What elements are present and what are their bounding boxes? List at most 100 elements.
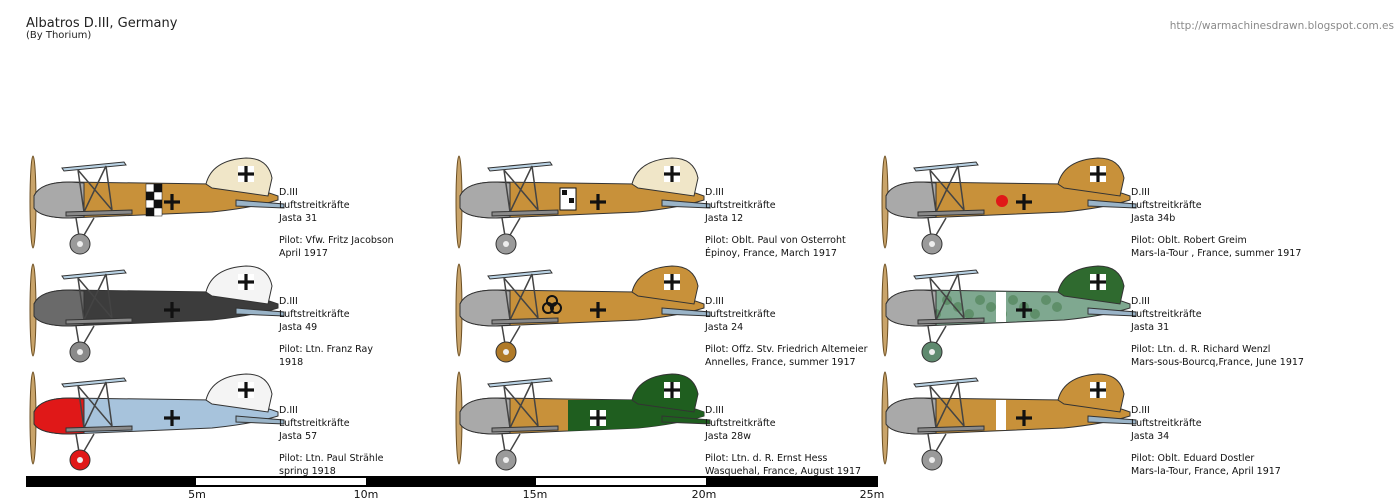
checker-marking [153,207,163,217]
checker-marking [145,199,155,209]
horizontal-stabilizer [235,415,285,425]
aircraft-profile-jasta-57-strahle [22,364,292,474]
pilot-name: Pilot: Oblt. Robert Greim [1131,235,1247,246]
iron-cross-icon [244,274,248,290]
location-date: 1918 [279,357,304,368]
location-date: Épinoy, France, March 1917 [705,248,837,259]
iron-cross-icon [170,194,174,210]
scale-segment [366,476,536,487]
location-date: April 1917 [279,248,328,259]
unit-name: Jasta 57 [279,431,318,442]
aircraft-profile-jasta-31-jacobson [22,148,292,258]
location-date: Mars-la-Tour , France, summer 1917 [1131,248,1302,259]
checker-marking [153,183,163,193]
engine-cowling [885,397,937,435]
location-date: Annelles, France, summer 1917 [705,357,856,368]
aircraft-profile-jasta-49-ray [22,256,292,366]
white-band-marking [996,292,1006,322]
lower-wing [65,317,133,325]
engine-cowling [459,289,511,327]
aircraft-info: D.III Luftstreitkräfte Jasta 34 Pilot: O… [1131,404,1331,478]
wing-struts [77,381,113,429]
iron-cross-icon [596,194,600,210]
air-service: Luftstreitkräfte [705,418,776,429]
white-band-marking [996,400,1006,430]
scale-segment [196,476,366,487]
camo-spot [975,295,985,305]
pilot-name: Pilot: Vfw. Fritz Jacobson [279,235,394,246]
wing-struts [503,273,539,321]
scale-segment [536,476,706,487]
iron-cross-icon [670,274,674,290]
wing-struts [929,381,965,429]
aircraft-profile-jasta-28w-hess [448,364,718,474]
pilot-name: Pilot: Ltn. Franz Ray [279,344,373,355]
air-service: Luftstreitkräfte [279,309,350,320]
unit-name: Jasta 34b [1131,213,1176,224]
square-marking [562,190,567,195]
square-marking [569,198,574,203]
aircraft-profile-jasta-34-dostler [874,364,1144,474]
lower-wing [491,317,559,325]
checker-marking [145,191,155,201]
aircraft-type: D.III [1131,405,1150,416]
upper-wing [913,269,979,280]
aircraft-info: D.III Luftstreitkräfte Jasta 31 Pilot: L… [1131,295,1331,369]
iron-cross-icon [1096,274,1100,290]
camo-spot [1052,302,1062,312]
aircraft-type: D.III [1131,296,1150,307]
wheel-hub [929,349,935,355]
horizontal-stabilizer [1087,199,1137,209]
aircraft-type: D.III [705,187,724,198]
aircraft-info: D.III Luftstreitkräfte Jasta 24 Pilot: O… [705,295,905,369]
unit-name: Jasta 28w [705,431,751,442]
scale-tick-label: 15m [522,488,548,501]
lower-wing [491,209,559,217]
checker-marking [145,207,155,217]
wheel-hub [503,241,509,247]
iron-cross-icon [670,382,674,398]
pilot-name: Pilot: Oblt. Eduard Dostler [1131,453,1255,464]
engine-cowling [885,181,937,219]
aircraft-profile-jasta-34b-greim [874,148,1144,258]
aircraft-type: D.III [1131,187,1150,198]
scale-tick-label: 5m [188,488,206,501]
horizontal-stabilizer [661,199,711,209]
wheel-hub [929,457,935,463]
iron-cross-icon [596,302,600,318]
wing-struts [503,381,539,429]
camo-spot [1041,295,1051,305]
checker-marking [153,199,163,209]
lower-wing [917,425,985,433]
source-url[interactable]: http://warmachinesdrawn.blogspot.com.es [1169,20,1394,32]
engine-cowling [459,397,511,435]
camo-spot [964,309,974,319]
scale-tick-label: 10m [353,488,379,501]
pilot-name: Pilot: Oblt. Paul von Osterroht [705,235,846,246]
engine-cowling [33,397,85,435]
unit-name: Jasta 49 [279,322,318,333]
camo-spot [986,302,996,312]
upper-wing [61,269,127,280]
page-subtitle: (By Thorium) [26,30,92,41]
air-service: Luftstreitkräfte [1131,200,1202,211]
lower-wing [491,425,559,433]
horizontal-stabilizer [1087,307,1137,317]
lower-wing [917,209,985,217]
upper-wing [913,377,979,388]
wing-struts [77,165,113,213]
lower-wing [65,425,133,433]
location-date: Wasquehal, France, August 1917 [705,466,862,477]
aircraft-profile-jasta-24-altemeier [448,256,718,366]
aircraft-info: D.III Luftstreitkräfte Jasta 49 Pilot: L… [279,295,479,369]
air-service: Luftstreitkräfte [705,309,776,320]
engine-cowling [33,181,85,219]
lower-wing [917,317,985,325]
engine-cowling [885,289,937,327]
red-dot-marking [996,195,1008,207]
aircraft-info: D.III Luftstreitkräfte Jasta 28w Pilot: … [705,404,905,478]
pilot-name: Pilot: Offz. Stv. Friedrich Altemeier [705,344,868,355]
iron-cross-icon [170,302,174,318]
horizontal-stabilizer [661,307,711,317]
aircraft-profile-jasta-31-wenzl [874,256,1144,366]
